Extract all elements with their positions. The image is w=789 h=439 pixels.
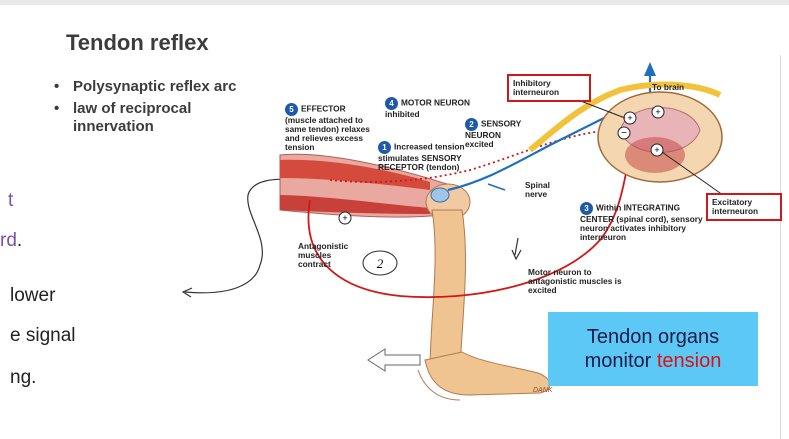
foot: [425, 352, 550, 395]
handwritten-number: 2: [377, 256, 384, 271]
callout-line2: monitor tension: [548, 349, 758, 373]
plus-symbol: +: [654, 145, 659, 155]
tendon-organs-callout: Tendon organs monitor tension: [548, 312, 758, 386]
plus-symbol: +: [342, 213, 347, 223]
down-arrow: [515, 238, 518, 255]
movement-arrow: [368, 349, 420, 371]
lower-leg: [430, 210, 465, 370]
excitatory-interneuron-callout: Excitatory interneuron: [706, 193, 782, 221]
antagonistic-label: Antagonistic muscles contract: [298, 242, 358, 269]
plus-symbol: +: [655, 107, 660, 117]
integrating-center-text: Within INTEGRATING CENTER (spinal cord),…: [580, 203, 703, 242]
callout-tension-word: tension: [657, 350, 722, 372]
handwritten-arrow-curve: [185, 179, 290, 292]
to-brain-arrowhead: [644, 62, 656, 76]
callout-line2-text: monitor: [585, 350, 657, 372]
plus-symbol: +: [627, 113, 632, 123]
sensory-arrow: [488, 184, 505, 190]
spinal-nerve-label: Spinal nerve: [525, 181, 565, 199]
motor-antagonistic-label: Motor neuron to antagonistic muscles is …: [528, 268, 628, 295]
artist-signature: DANK: [533, 387, 552, 394]
callout-line1: Tendon organs: [548, 325, 758, 349]
to-brain-label: To brain: [652, 83, 684, 92]
inhibitory-interneuron-callout: Inhibitory interneuron: [507, 74, 591, 102]
tendon-receptor: [431, 188, 449, 202]
down-arrowhead: [512, 250, 521, 259]
minus-symbol: −: [621, 128, 627, 139]
